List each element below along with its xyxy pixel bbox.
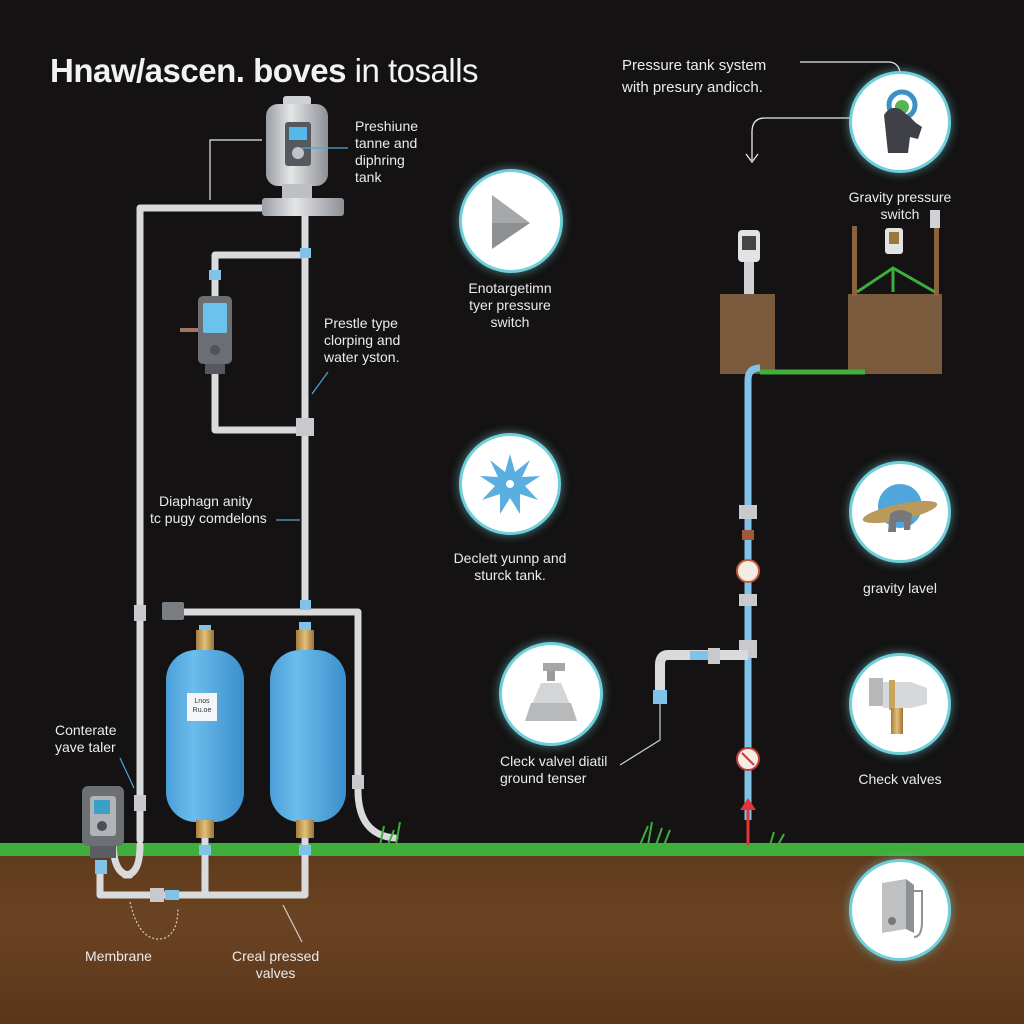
- water-heater-box-icon: [882, 879, 923, 938]
- caption-check-valve: Check valves: [858, 771, 942, 787]
- pipe-couplings: [134, 418, 364, 902]
- pipe-outer-loop: [136, 204, 274, 844]
- label-pressure-system: Pressure tank system with presury andicc…: [622, 55, 766, 99]
- spray-bottle-icon: [525, 663, 577, 721]
- sticker-line: Ru.oe: [192, 707, 212, 714]
- hand-press-button-icon: [884, 89, 922, 153]
- caption-spray-bottle: Cleck valvel diatil ground tenser: [500, 753, 607, 787]
- label-line: Diaphagn anity: [159, 493, 253, 509]
- caption-line: switch: [490, 314, 530, 330]
- card-water-heater: [852, 862, 948, 958]
- top-pressure-tank: [262, 96, 344, 216]
- label-line: tc pugy comdelons: [150, 510, 267, 526]
- label-line: clorping and: [324, 332, 401, 348]
- pipe-return-u: [109, 836, 144, 879]
- label-line: valves: [255, 965, 296, 981]
- label-line: yave taler: [55, 739, 116, 755]
- title-bold: Hnaw/ascen. boves: [50, 52, 346, 89]
- page-title: Hnaw/ascen. boves in tosalls: [50, 52, 479, 90]
- title-light: in tosalls: [354, 52, 479, 89]
- vertical-water-pipe: [619, 364, 761, 845]
- label-line: with presury andicch.: [622, 79, 763, 96]
- caption-line: tyer pressure: [469, 297, 551, 313]
- pipe-controller-loop: [211, 251, 309, 434]
- tank-header-valve: [162, 602, 184, 620]
- card-starburst: [462, 436, 558, 532]
- label-creal-pressed: Creal pressed valves: [232, 948, 319, 982]
- gravity-tanks-right: [720, 210, 942, 375]
- label-line: Creal pressed: [232, 948, 320, 964]
- caption-line: Enotargetimn: [468, 280, 552, 296]
- label-line: Preshiune: [355, 118, 419, 134]
- label-pressure-type: Prestle type clorping and water yston.: [324, 315, 400, 366]
- label-line: switch: [880, 206, 920, 222]
- soil-ground: [0, 850, 1024, 1024]
- pipe-network-left: [96, 204, 399, 899]
- label-line: tank: [355, 169, 382, 185]
- caption-starburst: Declett yunnp and sturck tank.: [440, 550, 580, 584]
- check-valve-icon: [869, 678, 927, 734]
- label-gravity-switch: Gravity pressure switch: [842, 189, 958, 223]
- label-membrane: Membrane: [85, 948, 152, 964]
- pipe-bottom-manifold: [96, 826, 309, 899]
- label-pressure-tank: Preshiune tanne and diphring tank: [355, 118, 418, 186]
- label-line: Gravity pressure: [848, 189, 952, 205]
- card-spray-bottle: [502, 645, 600, 743]
- caption-line: Cleck valvel diatil: [500, 753, 608, 769]
- caption-line: ground tenser: [500, 770, 587, 786]
- blue-tank-right: [270, 630, 346, 838]
- label-line: Prestle type: [324, 315, 398, 331]
- card-hand-press: [852, 74, 948, 170]
- sticker-line: Lnos: [194, 698, 210, 705]
- blue-tank-left: [166, 630, 244, 838]
- label-line: water yston.: [324, 349, 400, 365]
- gravity-level-disc-icon: [862, 484, 938, 532]
- pressure-controller-bottom: [82, 786, 124, 858]
- callout-lines-right: [745, 61, 901, 164]
- caption-line: Declett yunnp and: [453, 550, 567, 566]
- card-check-valve: [852, 656, 948, 752]
- label-line: Conterate: [55, 722, 117, 738]
- label-diaphragm: Diaphagn anity tc pugy comdelons: [150, 493, 267, 527]
- label-contrate-valve: Conterate yave taler: [55, 722, 116, 756]
- label-line: tanne and: [355, 135, 418, 151]
- callout-lines-left: [119, 139, 348, 943]
- grass-line: [0, 843, 1024, 856]
- card-play-triangle: [462, 172, 560, 270]
- pressure-controller-mid: [180, 296, 232, 374]
- grass-tufts: [379, 821, 785, 846]
- play-triangle-icon: [492, 195, 530, 249]
- card-gravity-level: [852, 464, 948, 560]
- label-line: diphring: [355, 152, 405, 168]
- pipe-tank-header: [166, 608, 399, 842]
- caption-play-triangle: Enotargetimn tyer pressure switch: [440, 280, 580, 331]
- tank-sticker: Lnos Ru.oe: [188, 697, 216, 715]
- caption-gravity-level: gravity lavel: [863, 580, 937, 596]
- caption-line: sturck tank.: [474, 567, 546, 583]
- starburst-icon: [480, 454, 540, 514]
- label-line: Pressure tank system: [622, 57, 767, 74]
